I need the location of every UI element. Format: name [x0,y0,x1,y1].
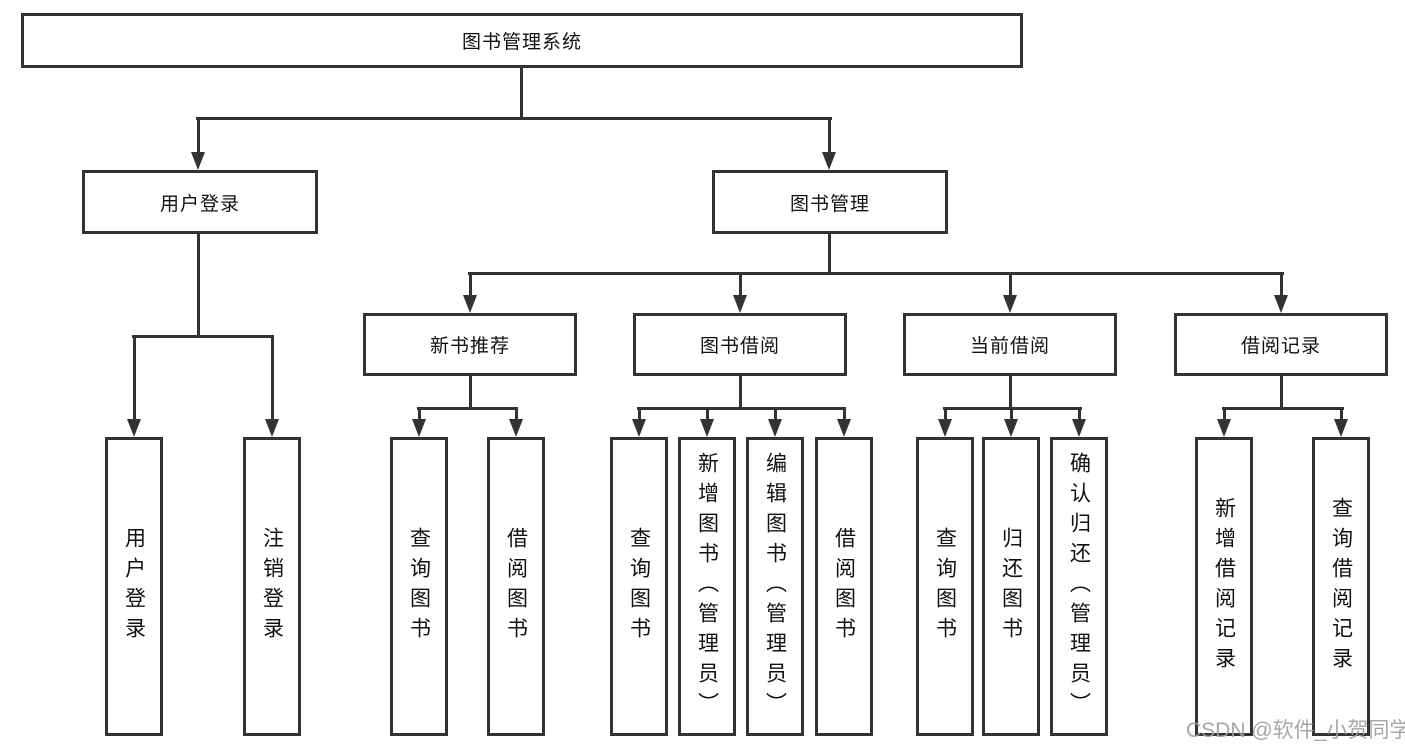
connector-line [418,407,421,421]
arrow-down-icon [1334,419,1348,437]
node-user-login: 用户登录 [82,170,318,234]
leaf-logout: 注销登录 [243,437,301,736]
connector-line [638,407,641,421]
connector-line [1223,407,1226,421]
leaf-confirm-return-admin: 确认归还（管理员） [1050,437,1108,736]
connector-line [196,117,832,120]
node-label: 用户登录 [159,193,240,215]
arrow-down-icon [1003,295,1017,313]
node-label: 图书借阅 [699,336,780,357]
node-root-library-system: 图书管理系统 [21,13,1023,68]
arrow-down-icon [1274,295,1288,313]
leaf-query-borrow-record: 查询借阅记录 [1312,437,1370,736]
connector-line [706,407,709,421]
arrow-down-icon [822,152,836,170]
connector-line [469,272,472,298]
node-new-book-recommend: 新书推荐 [363,313,577,376]
node-label: 借阅图书 [504,526,528,647]
connector-line [197,117,200,155]
connector-line [132,335,274,338]
node-label: 注销登录 [260,526,284,647]
arrow-down-icon [837,419,851,437]
arrow-down-icon [463,295,477,313]
connector-line [1222,407,1344,410]
leaf-query-books: 查询图书 [610,437,668,736]
leaf-user-login: 用户登录 [105,437,163,736]
node-label: 查询图书 [407,526,431,647]
connector-line [944,407,947,421]
arrow-down-icon [632,419,646,437]
connector-line [739,376,742,410]
leaf-edit-books-admin: 编辑图书（管理员） [746,437,804,736]
arrow-down-icon [938,419,952,437]
arrow-down-icon [768,419,782,437]
node-book-management: 图书管理 [712,170,948,234]
connector-line [1009,376,1012,410]
connector-line [515,407,518,421]
node-label: 查询图书 [627,526,651,647]
node-label: 查询借阅记录 [1329,496,1353,677]
connector-line [469,376,472,410]
arrow-down-icon [733,295,747,313]
connector-line [417,407,517,410]
connector-line [133,335,136,421]
leaf-query-books: 查询图书 [390,437,448,736]
node-current-borrow: 当前借阅 [903,313,1117,376]
arrow-down-icon [1004,419,1018,437]
arrow-down-icon [1217,419,1231,437]
node-label: 图书管理 [789,193,870,215]
node-label: 借阅图书 [832,526,856,647]
node-label: 确认归还（管理员） [1067,451,1091,722]
connector-line [197,234,200,336]
connector-line [828,117,831,155]
connector-line [271,335,274,421]
arrow-down-icon [127,419,141,437]
connector-line [468,272,1284,275]
arrow-down-icon [700,419,714,437]
arrow-down-icon [1072,419,1086,437]
leaf-add-books-admin: 新增图书（管理员） [678,437,736,736]
leaf-borrow-books: 借阅图书 [487,437,545,736]
connector-line [1280,376,1283,410]
node-label: 图书管理系统 [461,32,582,53]
leaf-add-borrow-record: 新增借阅记录 [1195,437,1253,736]
connector-line [1340,407,1343,421]
connector-line [739,272,742,298]
node-label: 用户登录 [122,526,146,647]
node-label: 新增借阅记录 [1212,496,1236,677]
node-label: 归还图书 [999,526,1023,647]
connector-line [1280,272,1283,298]
arrow-down-icon [191,152,205,170]
leaf-borrow-books: 借阅图书 [815,437,873,736]
node-book-borrow: 图书借阅 [633,313,847,376]
arrow-down-icon [412,419,426,437]
watermark: CSDN @软件_小贺同学 [1186,719,1405,742]
node-label: 查询图书 [933,526,957,647]
node-borrow-records: 借阅记录 [1174,313,1388,376]
node-label: 当前借阅 [969,336,1050,357]
connector-line [637,407,846,410]
connector-line [1009,272,1012,298]
connector-line [774,407,777,421]
node-label: 新增图书（管理员） [695,451,719,722]
connector-line [843,407,846,421]
connector-line [1078,407,1081,421]
arrow-down-icon [509,419,523,437]
node-label: 新书推荐 [429,336,510,357]
leaf-return-books: 归还图书 [982,437,1040,736]
connector-line [520,68,523,118]
node-label: 编辑图书（管理员） [763,451,787,722]
arrow-down-icon [265,419,279,437]
node-label: 借阅记录 [1240,336,1321,357]
connector-line [1010,407,1013,421]
connector-line [828,234,831,273]
leaf-query-books: 查询图书 [916,437,974,736]
